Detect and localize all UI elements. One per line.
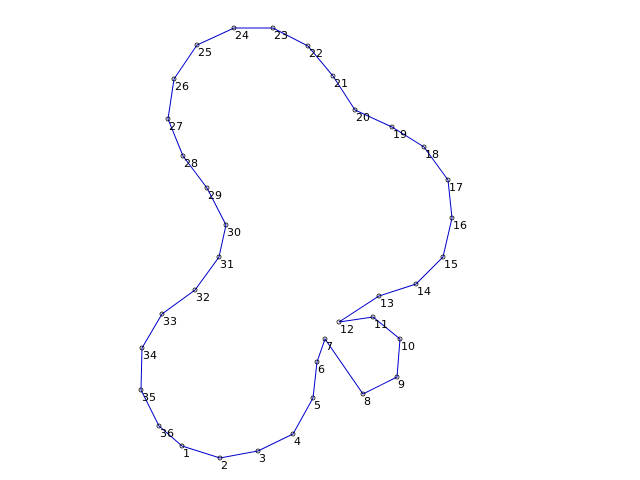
vertex-label: 23	[274, 29, 288, 42]
vertex-marker	[413, 281, 419, 287]
vertex-labels: 1234567891011121314151617181920212223242…	[142, 29, 467, 472]
vertex-label: 20	[356, 111, 370, 124]
vertex-marker	[156, 423, 162, 429]
vertex-label: 21	[334, 77, 348, 90]
vertex-label: 22	[309, 47, 323, 60]
vertex-label: 28	[184, 157, 198, 170]
vertex-label: 35	[142, 391, 156, 404]
vertex-marker	[314, 359, 320, 365]
vertex-label: 27	[169, 120, 183, 133]
vertex-marker	[217, 455, 223, 461]
vertex-marker	[180, 153, 186, 159]
vertex-label: 11	[374, 318, 388, 331]
vertex-label: 3	[259, 452, 266, 465]
vertex-label: 12	[340, 323, 354, 336]
vertex-marker	[394, 374, 400, 380]
vertex-marker	[223, 222, 229, 228]
vertex-marker	[397, 336, 403, 342]
vertex-marker	[159, 311, 165, 317]
vertex-label: 2	[221, 459, 228, 472]
vertex-label: 34	[143, 349, 157, 362]
vertex-marker	[165, 116, 171, 122]
vertex-label: 4	[294, 435, 301, 448]
vertex-marker	[310, 395, 316, 401]
polygon-outline	[140, 27, 453, 459]
vertex-marker	[421, 144, 427, 150]
vertex-label: 10	[401, 340, 415, 353]
vertex-label: 30	[227, 226, 241, 239]
vertex-marker	[330, 73, 336, 79]
vertex-marker	[216, 254, 222, 260]
vertex-label: 13	[380, 297, 394, 310]
vertex-marker	[336, 319, 342, 325]
vertex-label: 26	[175, 80, 189, 93]
vertex-marker	[255, 448, 261, 454]
vertex-label: 17	[449, 181, 463, 194]
vertex-marker	[139, 345, 145, 351]
vertex-label: 19	[393, 128, 407, 141]
vertex-label: 1	[183, 447, 190, 460]
vertex-label: 14	[417, 285, 431, 298]
vertex-label: 16	[453, 219, 467, 232]
vertex-marker	[370, 314, 376, 320]
vertex-marker	[231, 25, 237, 31]
vertex-label: 18	[425, 148, 439, 161]
vertex-label: 36	[160, 427, 174, 440]
vertex-marker	[376, 293, 382, 299]
vertex-marker	[445, 177, 451, 183]
vertex-marker	[440, 254, 446, 260]
vertex-marker	[389, 124, 395, 130]
vertex-marker	[449, 215, 455, 221]
vertex-marker	[305, 43, 311, 49]
vertex-marker	[192, 287, 198, 293]
vertex-marker	[290, 431, 296, 437]
vertex-marker	[171, 76, 177, 82]
vertex-label: 15	[444, 258, 458, 271]
vertex-label: 6	[318, 363, 325, 376]
vertex-label: 33	[163, 315, 177, 328]
vertex-label: 31	[220, 258, 234, 271]
vertex-label: 5	[314, 399, 321, 412]
vertex-marker	[138, 387, 144, 393]
vertex-marker	[352, 107, 358, 113]
vertex-label: 25	[198, 46, 212, 59]
vertex-label: 9	[398, 378, 405, 391]
vertex-markers	[138, 25, 455, 461]
vertex-marker	[194, 42, 200, 48]
vertex-label: 7	[326, 340, 333, 353]
vertex-label: 8	[364, 395, 371, 408]
vertex-marker	[179, 443, 185, 449]
vertex-label: 29	[208, 189, 222, 202]
vertex-marker	[360, 391, 366, 397]
vertex-label: 32	[196, 291, 210, 304]
vertex-marker	[204, 185, 210, 191]
vertex-marker	[322, 336, 328, 342]
vertex-marker	[270, 25, 276, 31]
vertex-label: 24	[235, 29, 249, 42]
